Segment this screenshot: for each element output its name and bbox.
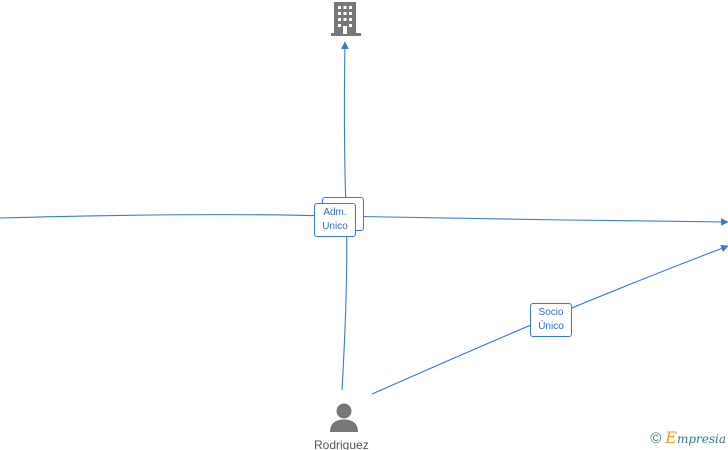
- person-label[interactable]: Rodriguez: [314, 438, 369, 450]
- edge-label-adm-line1: Adm.: [323, 207, 347, 218]
- company-node[interactable]: [330, 2, 362, 36]
- person-icon: [330, 403, 358, 432]
- edge-label-adm[interactable]: Adm. Unico: [314, 203, 356, 237]
- edge-label-socio[interactable]: Socio Único: [530, 303, 572, 337]
- edge-label-socio-line2: Único: [538, 321, 564, 332]
- edge-person-to-right: [371, 244, 728, 395]
- brand-logo[interactable]: Empresia: [665, 430, 726, 446]
- edge-left-to-right: [0, 214, 728, 226]
- edge-label-adm-line2: Unico: [322, 221, 348, 232]
- copyright-icon: ©: [650, 429, 662, 447]
- footer-brand: © Empresia: [650, 430, 726, 446]
- edge-label-socio-line1: Socio: [538, 307, 564, 318]
- person-node[interactable]: [329, 402, 359, 432]
- building-icon: [331, 2, 361, 36]
- brand-logo-first-letter: E: [665, 428, 677, 447]
- brand-logo-rest: mpresia: [676, 432, 726, 446]
